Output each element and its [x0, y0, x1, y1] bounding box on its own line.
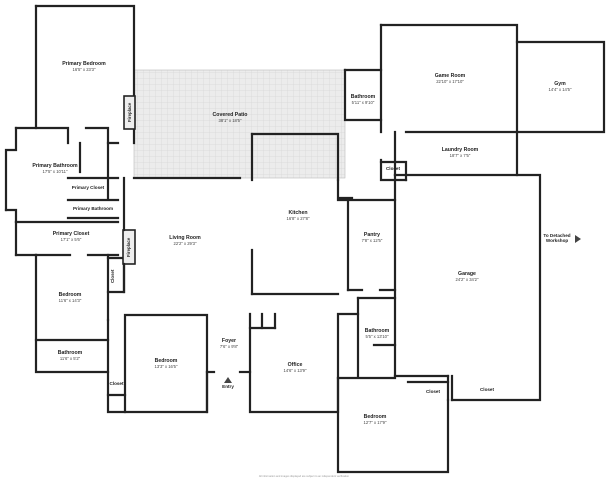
closet-name: Closet [385, 166, 401, 171]
closet-label-bottom-left: Closet [108, 381, 125, 386]
room-label-primary-closet: Primary Closet 17'1" x 5'6" [40, 231, 102, 243]
room-dims: 16'5" x 23'3" [72, 66, 96, 72]
workshop-text: Workshop [545, 238, 569, 244]
entry-text: Entry [222, 384, 234, 389]
room-name: Bedroom [363, 414, 387, 420]
room-dims: 7'8" x 12'5" [361, 237, 383, 243]
room-label-bathroom-right: Bathroom 5'5" x 13'10" [358, 328, 396, 340]
room-label-office: Office 14'6" x 13'9" [275, 362, 315, 374]
entry-label: Entry [218, 384, 238, 389]
fireplace-label-living: Fireplace [126, 237, 131, 257]
room-name: Living Room [169, 235, 201, 241]
room-name: Kitchen [288, 210, 308, 216]
to-detached-workshop-label: To Detached Workshop [540, 233, 574, 244]
room-name: Bathroom [57, 350, 83, 356]
room-name: Garage [458, 271, 476, 277]
room-dims: 5'5" x 13'10" [365, 333, 389, 339]
room-dims: 38'1" x 18'5" [218, 117, 242, 123]
room-name: Bedroom [58, 292, 82, 298]
to-detached-text: To Detached [543, 233, 571, 238]
room-dims: 22'10" x 17'10" [436, 78, 464, 84]
room-name: Bedroom [154, 358, 178, 364]
fireplace-label-top: Fireplace [127, 102, 132, 123]
room-name: Primary Bathroom [32, 163, 78, 169]
room-label-garage: Garage 24'2" x 34'2" [445, 271, 489, 283]
room-dims: 11'6" x 14'3" [58, 297, 82, 303]
covered-patio-area [133, 69, 346, 179]
closet-name: Closet [479, 387, 495, 392]
room-name: Gym [554, 81, 566, 87]
closet-label-mid: Closet [382, 166, 404, 171]
room-dims: 24'2" x 34'2" [455, 276, 479, 282]
room-label-bathroom-left: Bathroom 11'6" x 5'2" [50, 350, 90, 362]
room-name: Laundry Room [441, 147, 479, 153]
workshop-arrow-icon [575, 235, 581, 243]
room-dims: 13'3" x 16'5" [154, 363, 178, 369]
closet-name: Closet [425, 389, 441, 394]
room-label-gym: Gym 14'4" x 14'5" [538, 81, 582, 93]
room-name: Pantry [363, 232, 381, 238]
room-dims: 17'5" x 10'11" [42, 168, 68, 174]
room-label-primary-bedroom: Primary Bedroom 16'5" x 23'3" [54, 61, 114, 73]
room-label-bathroom-top: Bathroom 5'11" x 9'10" [340, 94, 386, 106]
room-label-foyer: Foyer 7'6" x 9'8" [212, 338, 246, 350]
room-dims: 22'2" x 29'3" [173, 240, 197, 246]
room-dims: 5'11" x 9'10" [351, 99, 375, 105]
room-label-bedroom-left: Bedroom 11'6" x 14'3" [50, 292, 90, 304]
room-dims: 7'6" x 9'8" [219, 343, 239, 349]
room-label-covered-patio: Covered Patio 38'1" x 18'5" [200, 112, 260, 124]
room-name: Primary Closet [71, 185, 105, 190]
room-label-primary-closet-small: Primary Closet [68, 185, 108, 190]
disclaimer-footer: All information and images displayed are… [258, 475, 350, 478]
room-label-laundry-room: Laundry Room 18'7" x 7'5" [430, 147, 490, 159]
room-label-living-room: Living Room 22'2" x 29'3" [162, 235, 208, 247]
entry-arrow-icon [224, 377, 232, 383]
room-label-bedroom-right: Bedroom 12'7" x 17'9" [355, 414, 395, 426]
room-name: Foyer [221, 338, 237, 344]
room-label-pantry: Pantry 7'8" x 12'5" [354, 232, 390, 244]
closet-label-bottom-right-a: Closet [420, 389, 446, 394]
room-label-kitchen: Kitchen 16'8" x 27'8" [276, 210, 320, 222]
room-name: Covered Patio [212, 112, 248, 118]
room-name: Primary Bedroom [62, 61, 106, 67]
room-name: Office [287, 362, 303, 368]
walls [4, 4, 606, 474]
room-dims: 17'1" x 5'6" [60, 236, 82, 242]
room-label-primary-bathroom: Primary Bathroom 17'5" x 10'11" [24, 163, 86, 175]
room-dims: 14'4" x 14'5" [548, 86, 572, 92]
room-name: Game Room [434, 73, 466, 79]
room-dims: 18'7" x 7'5" [449, 152, 471, 158]
room-name: Primary Bathroom [72, 206, 114, 211]
closet-label-bottom-right-b: Closet [474, 387, 500, 392]
room-label-primary-bathroom-small: Primary Bathroom [68, 206, 118, 211]
room-name: Primary Closet [52, 231, 90, 237]
room-name: Bathroom [350, 94, 376, 100]
room-dims: 14'6" x 13'9" [283, 367, 307, 373]
room-label-game-room: Game Room 22'10" x 17'10" [420, 73, 480, 85]
room-dims: 12'7" x 17'9" [363, 419, 387, 425]
closet-label-vertical: Closet [110, 269, 115, 283]
room-name: Bathroom [364, 328, 390, 334]
room-label-bedroom-mid: Bedroom 13'3" x 16'5" [146, 358, 186, 370]
room-dims: 16'8" x 27'8" [286, 215, 310, 221]
closet-name: Closet [109, 381, 124, 386]
room-dims: 11'6" x 5'2" [59, 355, 81, 361]
